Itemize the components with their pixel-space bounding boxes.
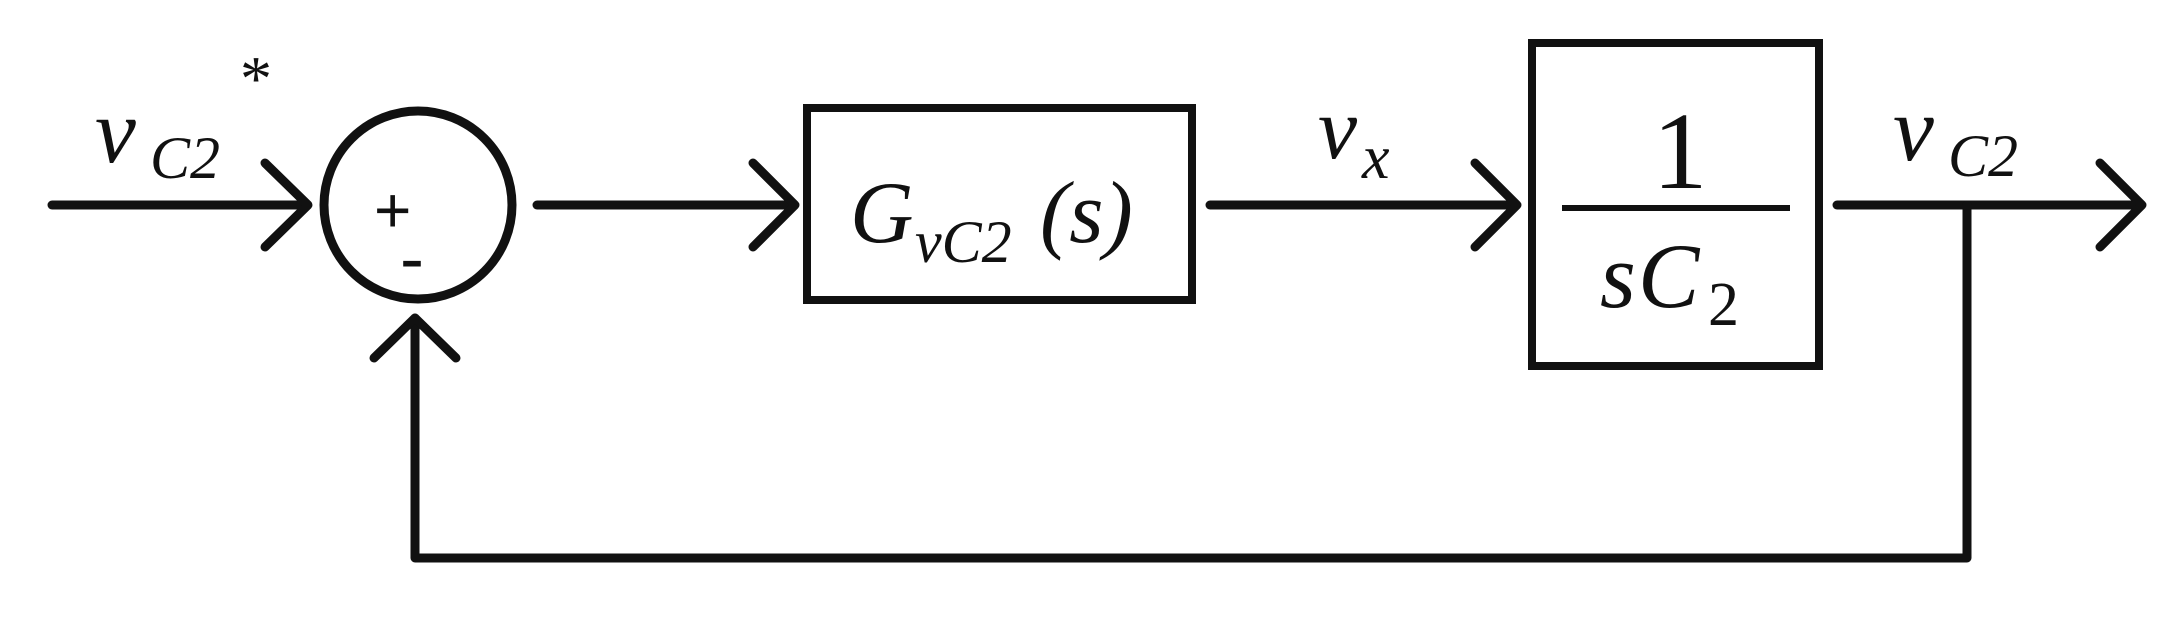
- controller-symbol: G: [850, 165, 914, 262]
- plus-sign: +: [374, 174, 411, 246]
- plant-denominator-s: s: [1600, 225, 1636, 327]
- controller-argument: (s): [1040, 165, 1133, 262]
- feedback-path: [369, 200, 1972, 563]
- plant-block: 1 s C 2: [1528, 39, 1823, 370]
- plant-denominator-subscript: 2: [1708, 271, 1739, 339]
- input-arrow: [47, 158, 313, 252]
- plant-numerator: 1: [1653, 90, 1708, 212]
- intermediate-signal-subscript: x: [1361, 124, 1390, 192]
- summing-junction: + -: [319, 106, 517, 304]
- minus-sign: -: [400, 219, 424, 299]
- input-signal-label: v C2 *: [95, 43, 272, 191]
- input-signal-symbol: v: [95, 80, 136, 182]
- controller-block: G vC2 (s): [803, 104, 1196, 304]
- output-arrow: [1832, 158, 2147, 252]
- output-signal-subscript: C2: [1948, 123, 2018, 189]
- input-signal-subscript: C2: [150, 125, 220, 191]
- error-arrow: [532, 158, 800, 252]
- intermediate-signal-label: v x: [1318, 81, 1390, 192]
- controller-subscript: vC2: [915, 209, 1012, 275]
- output-signal-symbol: v: [1893, 78, 1934, 180]
- intermediate-arrow: [1205, 158, 1522, 252]
- input-signal-superscript: *: [240, 43, 272, 114]
- output-signal-label: v C2: [1893, 78, 2018, 189]
- plant-denominator-symbol: C: [1638, 225, 1701, 327]
- intermediate-signal-symbol: v: [1318, 81, 1358, 178]
